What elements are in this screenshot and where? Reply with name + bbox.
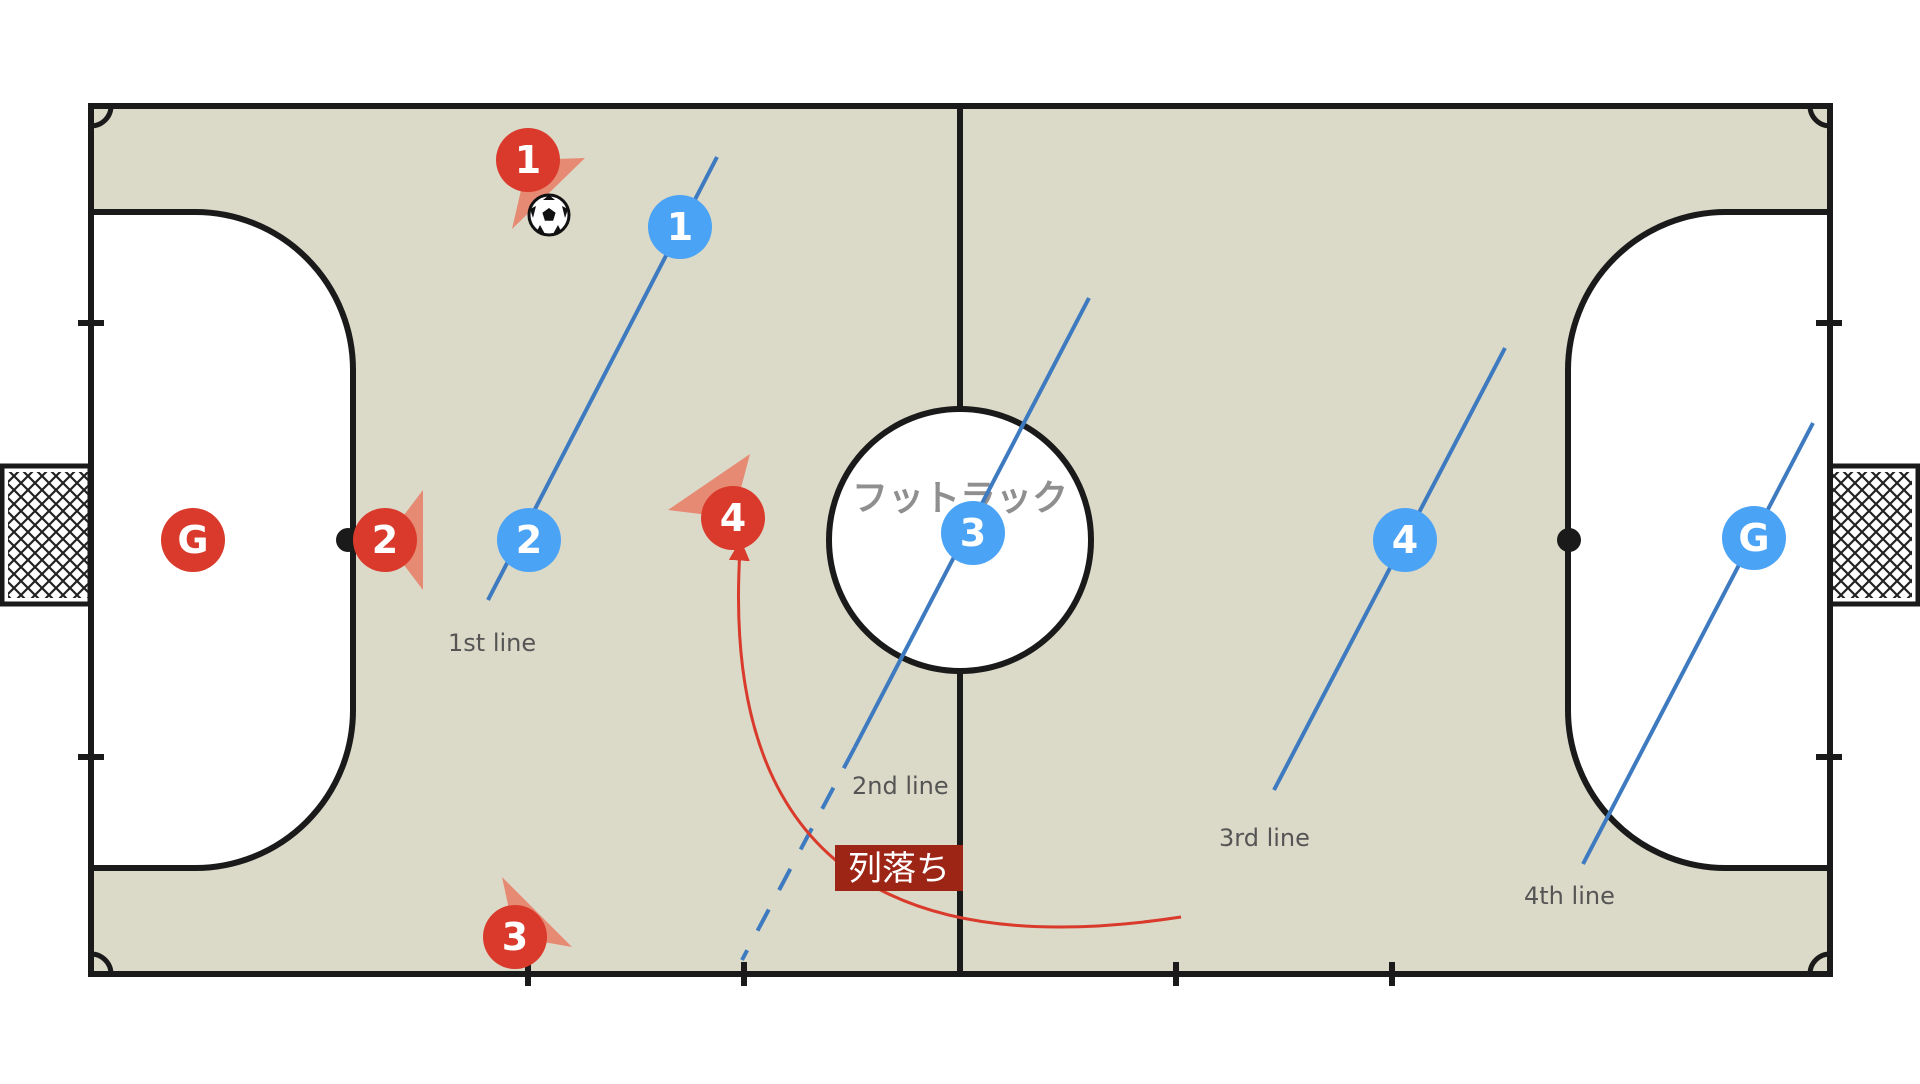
blue-player-4-label: 4	[1392, 518, 1418, 562]
third-line	[1272, 347, 1507, 791]
red-player-4-label: 4	[720, 496, 746, 540]
red-player-3-label: 3	[502, 915, 528, 959]
annotation-label: 列落ち	[835, 845, 963, 891]
red-player-g-label: G	[177, 518, 208, 562]
annotation-background	[835, 845, 963, 891]
red-player-g[interactable]: G	[161, 508, 225, 572]
blue-player-3-label: 3	[960, 511, 986, 555]
blue-player-1-label: 1	[667, 205, 693, 249]
right-penalty-area	[1565, 209, 1833, 871]
blue-player-4[interactable]: 4	[1373, 508, 1437, 572]
red-player-4[interactable]: 4	[701, 486, 765, 550]
red-player-1[interactable]: 1	[496, 128, 560, 192]
second-line-label: 2nd line	[852, 772, 949, 800]
annotation-text: 列落ち	[848, 849, 950, 889]
first-line-label: 1st line	[448, 629, 536, 657]
red-player-3[interactable]: 3	[483, 905, 547, 969]
line-labels: 1st line 2nd line 3rd line 4th line	[448, 629, 1615, 910]
blue-player-2-label: 2	[516, 518, 542, 562]
blue-player-2[interactable]: 2	[497, 508, 561, 572]
right-penalty-spot	[1557, 528, 1581, 552]
red-player-1-label: 1	[515, 138, 541, 182]
left-goal	[0, 463, 93, 607]
red-player-2-label: 2	[372, 518, 398, 562]
blue-team: 1 2 3 4 G	[497, 195, 1786, 572]
blue-player-1[interactable]: 1	[648, 195, 712, 259]
blue-player-g-label: G	[1738, 516, 1769, 560]
red-player-2[interactable]: 2	[353, 508, 417, 572]
red-team: G 1 2 3 4	[161, 128, 765, 969]
soccer-ball-icon	[527, 193, 571, 237]
corner-arcs	[90, 105, 1831, 975]
blue-player-3[interactable]: 3	[941, 501, 1005, 565]
fourth-line-label: 4th line	[1524, 882, 1615, 910]
second-line-dashed	[740, 746, 857, 961]
blue-player-g[interactable]: G	[1722, 506, 1786, 570]
fourth-line	[1581, 422, 1815, 865]
third-line-label: 3rd line	[1219, 824, 1310, 852]
right-goal	[1827, 463, 1920, 607]
